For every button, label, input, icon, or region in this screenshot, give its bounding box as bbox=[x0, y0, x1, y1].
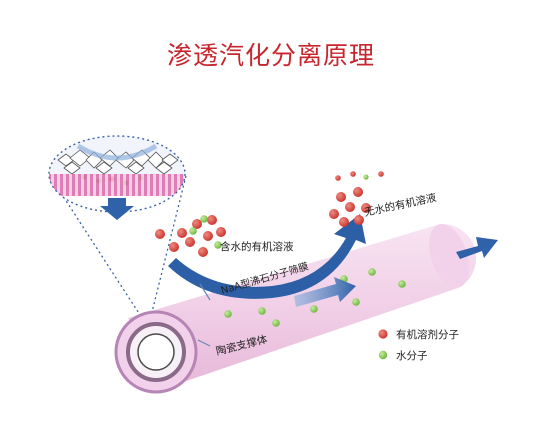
water-molecule bbox=[200, 215, 208, 223]
support-pointer bbox=[197, 339, 211, 347]
diagram-title: 渗透汽化分离原理 bbox=[166, 41, 375, 70]
feed-flow-arrow bbox=[168, 214, 366, 299]
organic-molecule bbox=[378, 171, 384, 177]
water-molecule bbox=[363, 174, 369, 180]
water-molecule bbox=[224, 310, 232, 318]
organic-molecule bbox=[192, 219, 202, 229]
inset-down-arrow bbox=[100, 198, 134, 220]
zoom-connector bbox=[49, 175, 187, 321]
organic-molecule bbox=[185, 237, 195, 247]
organic-molecule bbox=[198, 247, 208, 257]
feed-label: 含水的有机溶液 bbox=[220, 240, 294, 253]
legend-organic-swatch bbox=[378, 329, 388, 339]
legend-organic-label: 有机溶剂分子 bbox=[396, 328, 459, 341]
organic-molecule bbox=[354, 215, 364, 225]
legend-water-label: 水分子 bbox=[396, 350, 428, 362]
outlet-arrow bbox=[456, 237, 498, 259]
organic-molecule bbox=[169, 242, 179, 252]
organic-molecule bbox=[336, 192, 346, 202]
organic-molecule bbox=[216, 227, 226, 237]
organic-molecule bbox=[339, 217, 349, 227]
water-molecule bbox=[189, 227, 197, 235]
water-molecule bbox=[272, 319, 280, 327]
organic-molecule bbox=[345, 202, 355, 212]
water-molecule bbox=[368, 268, 376, 276]
organic-molecule bbox=[353, 187, 363, 197]
membrane-tube bbox=[114, 223, 477, 394]
organic-molecule bbox=[177, 228, 187, 238]
feed-molecule-cluster bbox=[155, 215, 226, 257]
product-molecule-cluster bbox=[329, 171, 384, 227]
water-molecule bbox=[310, 305, 318, 313]
organic-molecule bbox=[329, 209, 339, 219]
organic-molecule bbox=[207, 215, 217, 225]
organic-molecule bbox=[203, 231, 213, 241]
organic-molecule bbox=[335, 175, 341, 181]
water-molecule bbox=[352, 298, 360, 306]
organic-molecule bbox=[155, 229, 165, 239]
legend-water-swatch bbox=[378, 350, 388, 360]
legend: 有机溶剂分子 水分子 bbox=[378, 328, 459, 362]
product-label: 无水的有机溶液 bbox=[363, 191, 438, 219]
organic-molecule bbox=[361, 203, 371, 213]
water-molecule bbox=[258, 307, 266, 315]
organic-molecule bbox=[350, 171, 356, 177]
tube-bore bbox=[137, 333, 175, 371]
permeate-flow-arrow bbox=[294, 277, 356, 307]
water-molecule bbox=[214, 241, 222, 249]
membrane-pointer bbox=[199, 283, 211, 301]
water-molecule bbox=[398, 280, 406, 288]
membrane-zoom-inset bbox=[48, 135, 186, 220]
